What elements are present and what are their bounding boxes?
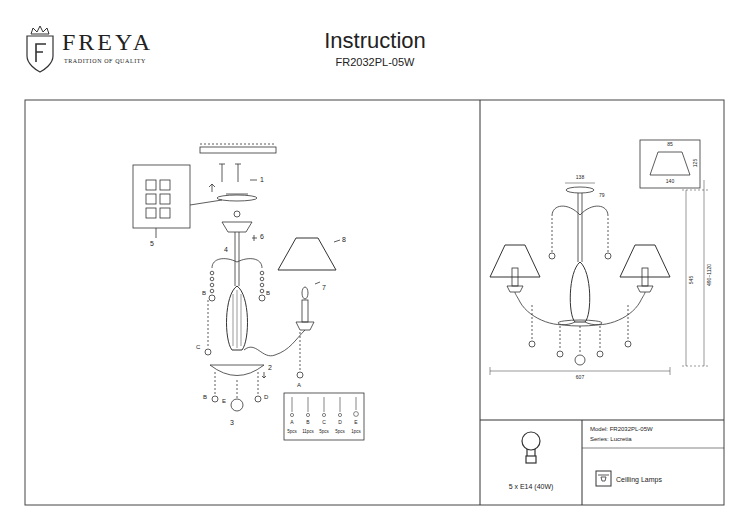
dimension: 490~1120	[707, 264, 712, 286]
callout-number: 6	[260, 233, 264, 240]
part-letter: B	[266, 290, 270, 296]
table-cell: 5pcs	[319, 430, 329, 435]
part-letter: A	[297, 382, 301, 388]
part-letter: B	[203, 394, 207, 400]
dimension: 79	[599, 193, 605, 198]
table-cell: D	[338, 420, 342, 425]
cell-text: Series: Lucretia	[590, 436, 632, 443]
callout-number: 3	[230, 419, 234, 426]
dimension: 545	[689, 276, 694, 284]
dimension: 85	[667, 142, 673, 147]
info-cell: 5 x E14 (40W)	[481, 421, 581, 504]
table-cell: 11pcs	[302, 430, 314, 435]
part-letter: C	[196, 344, 200, 350]
table-cell: C	[322, 420, 326, 425]
model-code: FR2032PL-05W	[336, 57, 415, 68]
callout-number: 2	[268, 364, 272, 371]
dimension: 138	[576, 175, 584, 180]
table-cell: 5pcs	[335, 430, 345, 435]
title: Instruction	[324, 30, 426, 52]
brand-slogan: TRADITION OF QUALITY	[64, 58, 146, 64]
dimension: 125	[693, 159, 698, 167]
dimension: 607	[576, 375, 584, 380]
brand-name: FREYA	[62, 30, 153, 54]
table-cell: E	[354, 420, 357, 425]
table-cell: 5pcs	[287, 430, 297, 435]
part-letter: B	[202, 290, 206, 296]
cell-text: Model: FR2032PL-05W	[590, 426, 653, 433]
callout-number: 5	[150, 240, 154, 247]
dimension: 140	[666, 179, 674, 184]
part-letter: D	[264, 394, 268, 400]
callout-number: 7	[322, 284, 326, 291]
table-cell: 1pcs	[351, 430, 361, 435]
callout-number: 1	[260, 176, 264, 183]
table-cell: B	[306, 420, 309, 425]
callout-number: 8	[342, 236, 346, 243]
part-letter: E	[222, 398, 226, 404]
info-cell: Model: FR2032PL-05W Series: LucretiaCeill…	[583, 421, 723, 504]
cell-text: 5 x E14 (40W)	[509, 483, 554, 491]
callout-number: 4	[224, 246, 228, 253]
table-cell: A	[290, 420, 293, 425]
cell-text: Ceilling Lamps	[616, 476, 662, 484]
